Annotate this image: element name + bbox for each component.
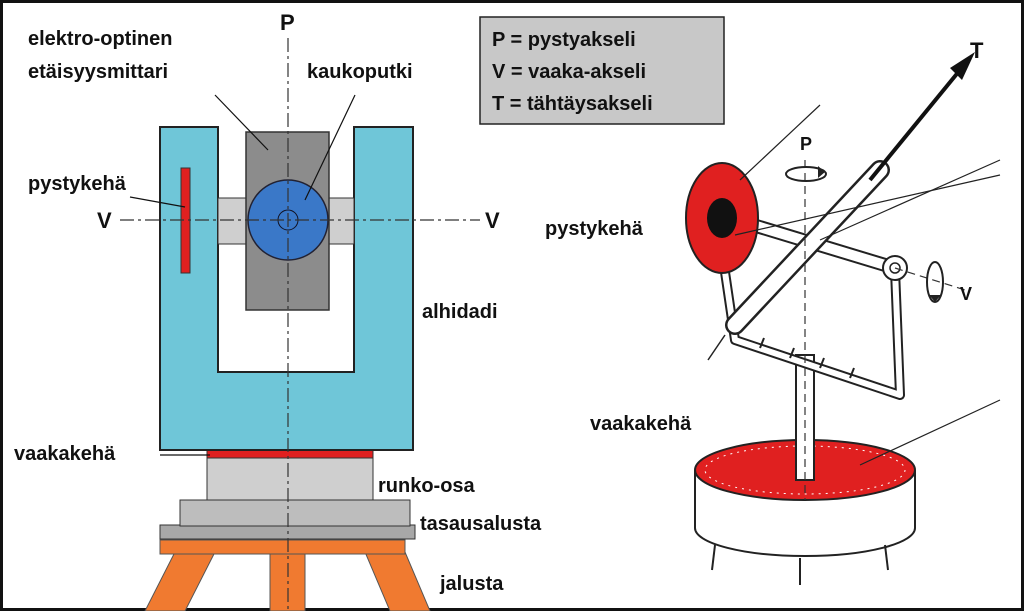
horizontal-circle-label: vaakakehä — [14, 443, 116, 465]
right-horizontal-circle-label: vaakakehä — [590, 413, 692, 435]
vertical-circle-label: pystykehä — [28, 173, 127, 195]
p-axis-label-right: P — [800, 134, 812, 154]
legend-line-2: V = vaaka-akseli — [492, 61, 646, 83]
sighting-axis-arrow — [950, 52, 975, 80]
telescope-leader — [304, 94, 356, 201]
edm-label-line1: elektro-optinen — [28, 28, 172, 50]
sighting-axis-line — [868, 68, 962, 182]
theodolite-sketch — [685, 52, 1001, 585]
alidade-label: alhidadi — [422, 301, 498, 323]
body-label: runko-osa — [378, 475, 476, 497]
axis-v-left-label: V — [97, 208, 112, 233]
edm-leader — [214, 94, 269, 151]
legend-line-3: T = tähtäysakseli — [492, 93, 653, 115]
axis-v-right-label: V — [485, 208, 500, 233]
t-axis-label: T — [970, 38, 984, 63]
legend-box: P = pystyakseli V = vaaka-akseli T = täh… — [479, 16, 725, 125]
legend-line-1: P = pystyakseli — [492, 29, 636, 51]
edm-label-line2: etäisyysmittari — [28, 61, 168, 83]
telescope-label: kaukoputki — [307, 61, 413, 83]
horizontal-circle — [206, 449, 374, 459]
tribrach-label: tasausalusta — [420, 513, 542, 535]
vertical-circle-leader — [129, 196, 186, 208]
v-axis-label-right: V — [960, 284, 972, 304]
axis-p-label: P — [280, 10, 295, 35]
p-rotation-arrow — [785, 166, 827, 182]
instrument-body — [206, 457, 374, 501]
tripod-label: jalusta — [439, 573, 504, 595]
right-vertical-circle-label: pystykehä — [545, 218, 644, 240]
